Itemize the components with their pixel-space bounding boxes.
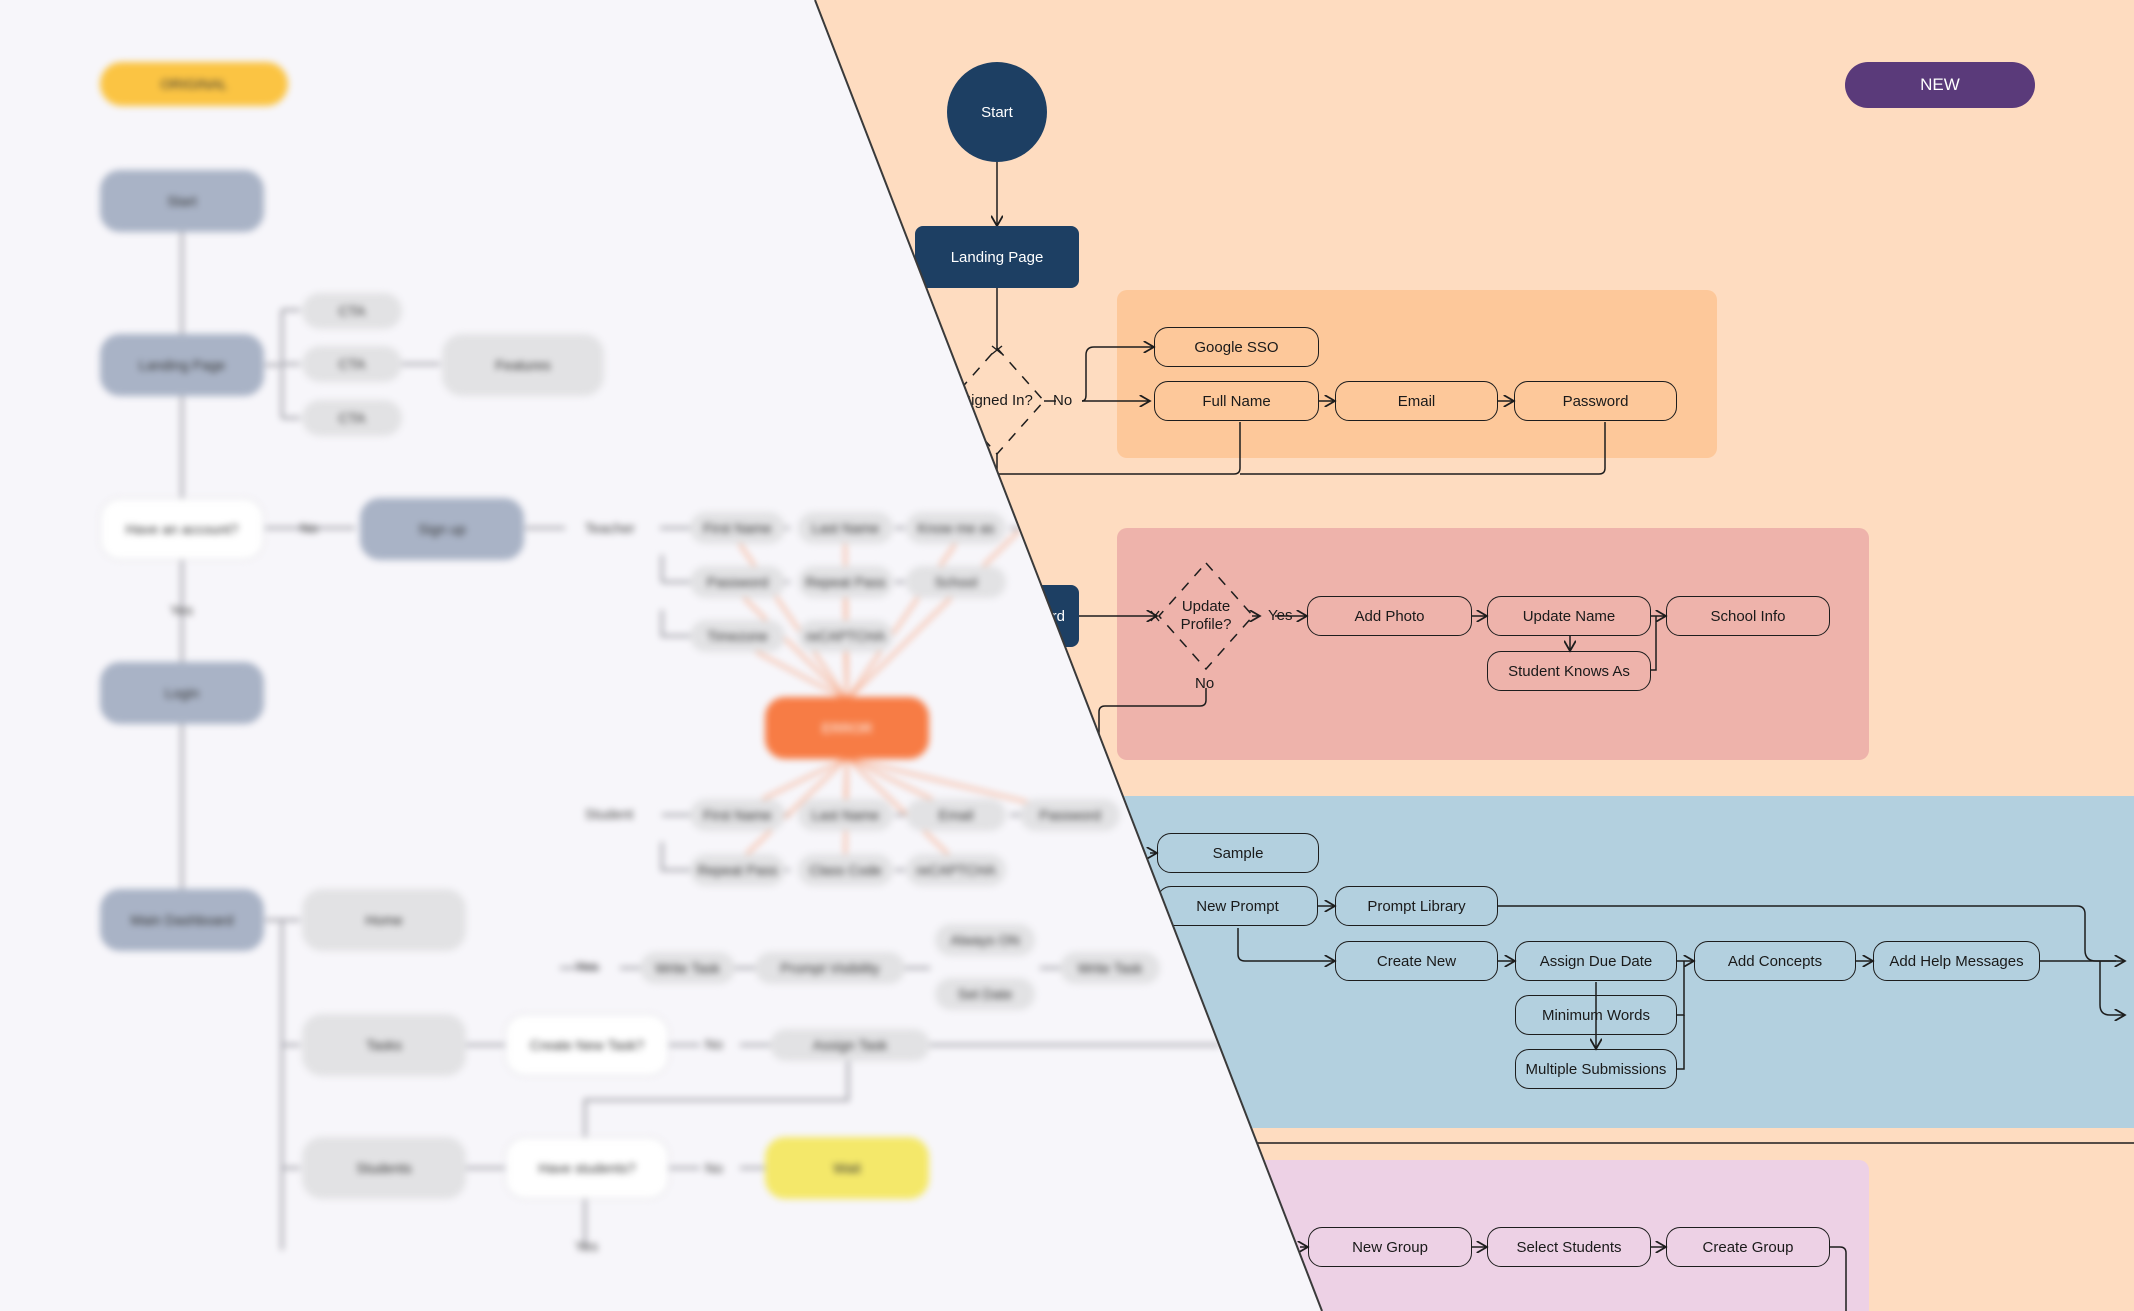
update-name-node[interactable]: Update Name xyxy=(1487,596,1651,636)
select-students-node[interactable]: Select Students xyxy=(1487,1227,1651,1267)
create-group-node[interactable]: Create Group xyxy=(1666,1227,1830,1267)
student-knows-as-node[interactable]: Student Knows As xyxy=(1487,651,1651,691)
original-features-node[interactable]: Features xyxy=(442,334,604,396)
school-info-node[interactable]: School Info xyxy=(1666,596,1830,636)
assign-due-date-node[interactable]: Assign Due Date xyxy=(1515,941,1677,981)
add-concepts-node[interactable]: Add Concepts xyxy=(1694,941,1856,981)
original-start-node[interactable]: Start xyxy=(100,170,264,232)
minimum-words-node[interactable]: Minimum Words xyxy=(1515,995,1677,1035)
original-tasks[interactable]: Tasks xyxy=(302,1014,466,1076)
no-label-profile: No xyxy=(1195,675,1215,692)
email-node[interactable]: Email xyxy=(1335,381,1498,421)
original-set-date[interactable]: Set Date xyxy=(935,978,1035,1010)
sample-node[interactable]: Sample xyxy=(1157,833,1319,873)
original-cta-1[interactable]: CTA xyxy=(302,293,402,329)
original-prompt-visibility[interactable]: Prompt Visibility xyxy=(755,952,905,984)
signin-zone xyxy=(1117,290,1717,458)
original-cta-2[interactable]: CTA xyxy=(302,346,402,382)
update-profile-decision[interactable]: Update Profile? xyxy=(1180,598,1232,633)
original-no-label: No xyxy=(300,520,318,536)
new-group-node[interactable]: New Group xyxy=(1308,1227,1472,1267)
original-no-label-2: No xyxy=(705,1036,723,1052)
original-teacher-label: Teacher xyxy=(585,520,635,536)
profile-zone xyxy=(1117,528,1869,760)
original-create-new-task[interactable]: Create New Task? xyxy=(505,1014,669,1076)
full-name-node[interactable]: Full Name xyxy=(1154,381,1319,421)
landing-page-node[interactable]: Landing Page xyxy=(915,226,1079,288)
create-new-node[interactable]: Create New xyxy=(1335,941,1498,981)
original-password-2[interactable]: Password xyxy=(1020,799,1120,831)
original-login-node[interactable]: Login xyxy=(100,662,264,724)
original-students[interactable]: Students xyxy=(302,1137,466,1199)
original-cta-3[interactable]: CTA xyxy=(302,400,402,436)
original-error-node[interactable]: ERROR xyxy=(765,697,929,759)
original-sign-up-node[interactable]: Sign up xyxy=(360,498,524,560)
start-node[interactable]: Start xyxy=(947,62,1047,162)
multiple-submissions-node[interactable]: Multiple Submissions xyxy=(1515,1049,1677,1089)
original-yes-label-3: Yes xyxy=(575,1238,598,1254)
yes-label-profile: Yes xyxy=(1268,607,1293,624)
original-write-task-2[interactable]: Write Task xyxy=(1060,952,1160,984)
original-yes-label-2: Yes xyxy=(575,958,598,974)
original-write-task-1[interactable]: Write Task xyxy=(640,952,735,984)
original-no-label-3: No xyxy=(705,1160,723,1176)
original-password-1[interactable]: Password xyxy=(690,566,785,598)
original-recaptcha-2[interactable]: reCAPTCHA xyxy=(906,854,1006,886)
original-first-name-1[interactable]: First Name xyxy=(690,512,785,544)
original-main-dashboard[interactable]: Main Dashboard xyxy=(100,889,264,951)
original-last-name-2[interactable]: Last Name xyxy=(798,799,893,831)
original-repeat-pass-1[interactable]: Repeat Pass xyxy=(798,566,893,598)
prompt-library-node[interactable]: Prompt Library xyxy=(1335,886,1498,926)
original-have-students[interactable]: Have students? xyxy=(505,1137,669,1199)
new-badge: NEW xyxy=(1845,62,2035,108)
original-email[interactable]: Email xyxy=(906,799,1006,831)
original-student-label: Student xyxy=(585,806,634,822)
original-yes-label: Yes xyxy=(170,602,193,618)
add-photo-node[interactable]: Add Photo xyxy=(1307,596,1472,636)
original-timezone[interactable]: Timezone xyxy=(690,620,785,652)
original-assign-task[interactable]: Assign Task xyxy=(770,1029,930,1061)
password-node[interactable]: Password xyxy=(1514,381,1677,421)
original-school[interactable]: School xyxy=(906,566,1006,598)
original-badge: ORIGINAL xyxy=(100,62,288,106)
no-label-signin: No xyxy=(1053,392,1073,409)
original-landing-page-node[interactable]: Landing Page xyxy=(100,334,264,396)
signed-in-decision[interactable]: Signed In? xyxy=(961,392,1033,409)
google-sso-node[interactable]: Google SSO xyxy=(1154,327,1319,367)
original-repeat-pass-2[interactable]: Repeat Pass xyxy=(690,854,785,886)
original-always-on[interactable]: Always ON xyxy=(935,924,1035,956)
original-have-account[interactable]: Have an account? xyxy=(100,498,264,560)
original-home[interactable]: Home xyxy=(302,889,466,951)
original-class-code[interactable]: Class Code xyxy=(798,854,893,886)
original-last-name-1[interactable]: Last Name xyxy=(798,512,893,544)
original-wait-node[interactable]: Wait xyxy=(765,1137,929,1199)
original-recaptcha-1[interactable]: reCAPTCHA xyxy=(798,620,893,652)
add-help-messages-node[interactable]: Add Help Messages xyxy=(1873,941,2040,981)
original-know-me-as[interactable]: Know me as xyxy=(906,512,1006,544)
original-first-name-2[interactable]: First Name xyxy=(690,799,785,831)
